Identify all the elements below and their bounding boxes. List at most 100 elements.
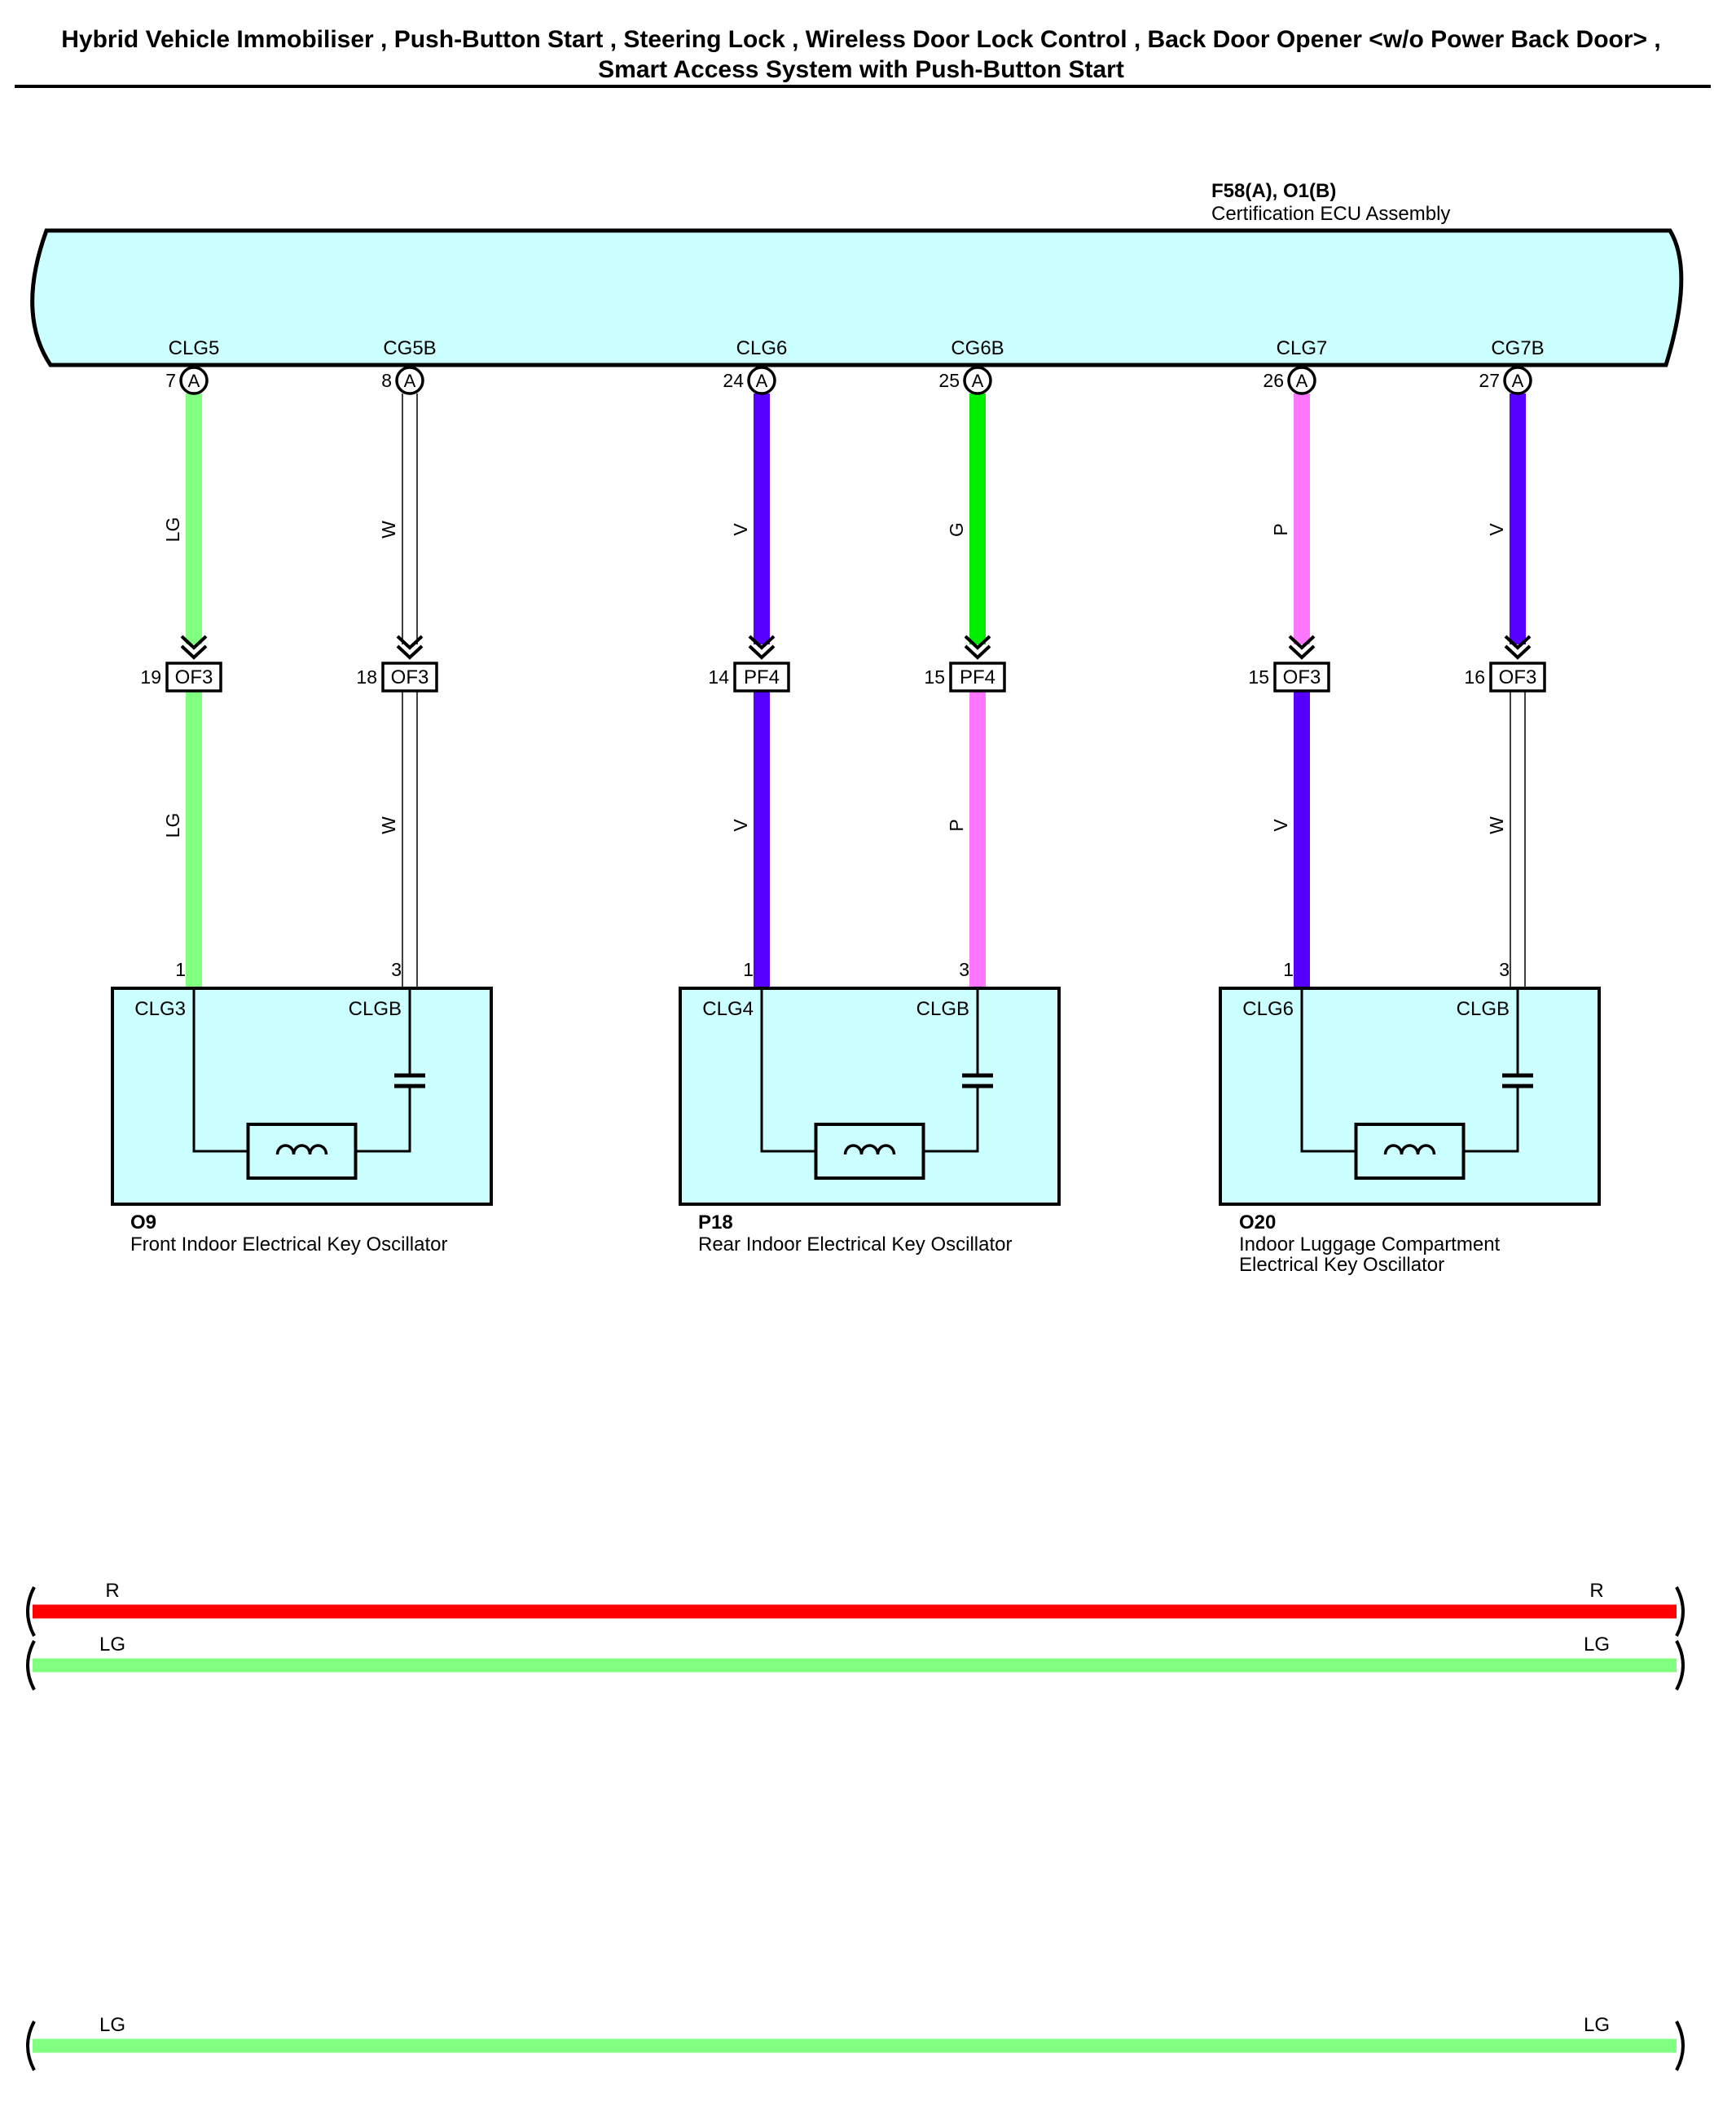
terminal-label-left: CLG3 — [134, 998, 186, 1020]
bus-label-right: LG — [1584, 1634, 1610, 1656]
junction-connector-box — [733, 662, 790, 693]
internal-wire-left — [192, 988, 248, 1153]
component-name-p18: Rear Indoor Electrical Key Oscillator — [698, 1233, 1012, 1255]
bus-break-left — [26, 2021, 36, 2071]
ecu-pin-number: 7 — [165, 370, 176, 391]
ecu-pin-circle — [1287, 366, 1316, 395]
terminal-label-left: CLG6 — [1242, 998, 1294, 1020]
junction-pin-number: 14 — [708, 666, 729, 688]
wire-color-code-top: LG — [162, 517, 183, 543]
wire-color-code-top: P — [1270, 523, 1291, 535]
junction-connector-box — [165, 662, 222, 693]
ecu-pin-circle — [963, 366, 992, 395]
component-code-o9: O9 — [130, 1212, 156, 1233]
ecu-pin-circle — [1503, 366, 1532, 395]
junction-connector-label: OF3 — [391, 666, 429, 688]
title-line-1: Hybrid Vehicle Immobiliser , Push-Button… — [61, 26, 1661, 53]
wire-color-code-bottom: V — [730, 819, 751, 832]
bus-label-left: LG — [99, 1634, 125, 1656]
ecu-terminal-label: CLG6 — [736, 337, 788, 359]
component-code-o20: O20 — [1239, 1212, 1276, 1233]
ecu-pin-number: 27 — [1479, 370, 1500, 391]
ecu-pin-circle — [179, 366, 209, 395]
component-pin-number: 3 — [391, 959, 402, 980]
ecu-name: Certification ECU Assembly — [1211, 203, 1450, 225]
junction-connector-box — [1273, 662, 1330, 693]
internal-wire-left — [1300, 988, 1356, 1153]
junction-connector-label: OF3 — [1283, 666, 1321, 688]
circuit-group: CLG5LGLGA7OF3191CG5BWWA8OF3183CLG6VVA24P… — [140, 337, 1546, 988]
bus-break-right — [1675, 2021, 1685, 2071]
bus-line-2: LG LG — [26, 1634, 1685, 1691]
bus-break-right — [1675, 1586, 1685, 1637]
oscillator-box — [679, 987, 1061, 1206]
ecu-connector-letter: A — [188, 371, 200, 391]
ecu-connector-letter: A — [1512, 371, 1524, 391]
component-code-p18: P18 — [698, 1212, 733, 1233]
bus-label-right: R — [1589, 1580, 1603, 1602]
wire-color-code-bottom: P — [946, 819, 967, 831]
junction-pin-number: 15 — [1248, 666, 1269, 688]
oscillator-2: CLG4 CLGB — [679, 987, 1061, 1206]
component-name-o20-line2: Electrical Key Oscillator — [1239, 1254, 1444, 1276]
chevron-upper — [748, 635, 776, 650]
chevron-upper — [1504, 635, 1532, 650]
chevron-lower — [964, 644, 991, 660]
junction-connector-label: OF3 — [175, 666, 213, 688]
terminal-label-right: CLGB — [349, 998, 402, 1020]
bus-break-left — [26, 1586, 36, 1637]
terminal-label-right: CLGB — [916, 998, 969, 1020]
junction-pin-number: 18 — [356, 666, 377, 688]
bus-break-right — [1675, 1640, 1685, 1691]
bus-line-3: LG LG — [26, 2014, 1685, 2071]
bus-label-left: LG — [99, 2014, 125, 2036]
ecu-connector-letter: A — [972, 371, 984, 391]
ecu-connector-letter: A — [404, 371, 416, 391]
coil-box — [1354, 1123, 1466, 1180]
ecu-terminal-label: CLG5 — [169, 337, 220, 359]
bus-break-left — [26, 1640, 36, 1691]
internal-wire-right — [923, 1086, 979, 1153]
ecu-connector-letter: A — [1296, 371, 1308, 391]
component-pin-number: 3 — [959, 959, 969, 980]
component-name-o9: Front Indoor Electrical Key Oscillator — [130, 1233, 447, 1255]
title-line-2: Smart Access System with Push-Button Sta… — [598, 56, 1124, 83]
component-pin-number: 1 — [175, 959, 186, 980]
ecu-terminal-label: CLG7 — [1277, 337, 1328, 359]
component-pin-number: 1 — [743, 959, 754, 980]
junction-connector-box — [1489, 662, 1546, 693]
junction-connector-label: PF4 — [744, 666, 780, 688]
junction-pin-number: 15 — [924, 666, 945, 688]
oscillator-box — [111, 987, 493, 1206]
oscillator-1: CLG3 CLGB — [111, 987, 493, 1206]
ecu-pin-circle — [747, 366, 776, 395]
terminal-label-left: CLG4 — [702, 998, 754, 1020]
junction-connector-label: OF3 — [1499, 666, 1537, 688]
wire-color-code-bottom: LG — [162, 813, 183, 838]
bus-label-right: LG — [1584, 2014, 1610, 2036]
junction-connector-box — [949, 662, 1006, 693]
wire-color-code-top: V — [730, 523, 751, 536]
inductor-coil-icon — [1383, 1144, 1436, 1155]
certification-ecu-body — [30, 228, 1684, 367]
chevron-upper — [180, 635, 208, 650]
ecu-pin-circle — [395, 366, 424, 395]
ecu-pin-number: 8 — [381, 370, 392, 391]
junction-connector-label: PF4 — [960, 666, 995, 688]
wire-color-code-top: V — [1486, 523, 1507, 536]
wire-color-code-top: G — [946, 522, 967, 537]
chevron-upper — [964, 635, 991, 650]
component-name-o20: Indoor Luggage Compartment — [1239, 1233, 1501, 1255]
chevron-lower — [748, 644, 776, 660]
component-pin-number: 3 — [1499, 959, 1510, 980]
ecu-terminal-label: CG6B — [951, 337, 1004, 359]
